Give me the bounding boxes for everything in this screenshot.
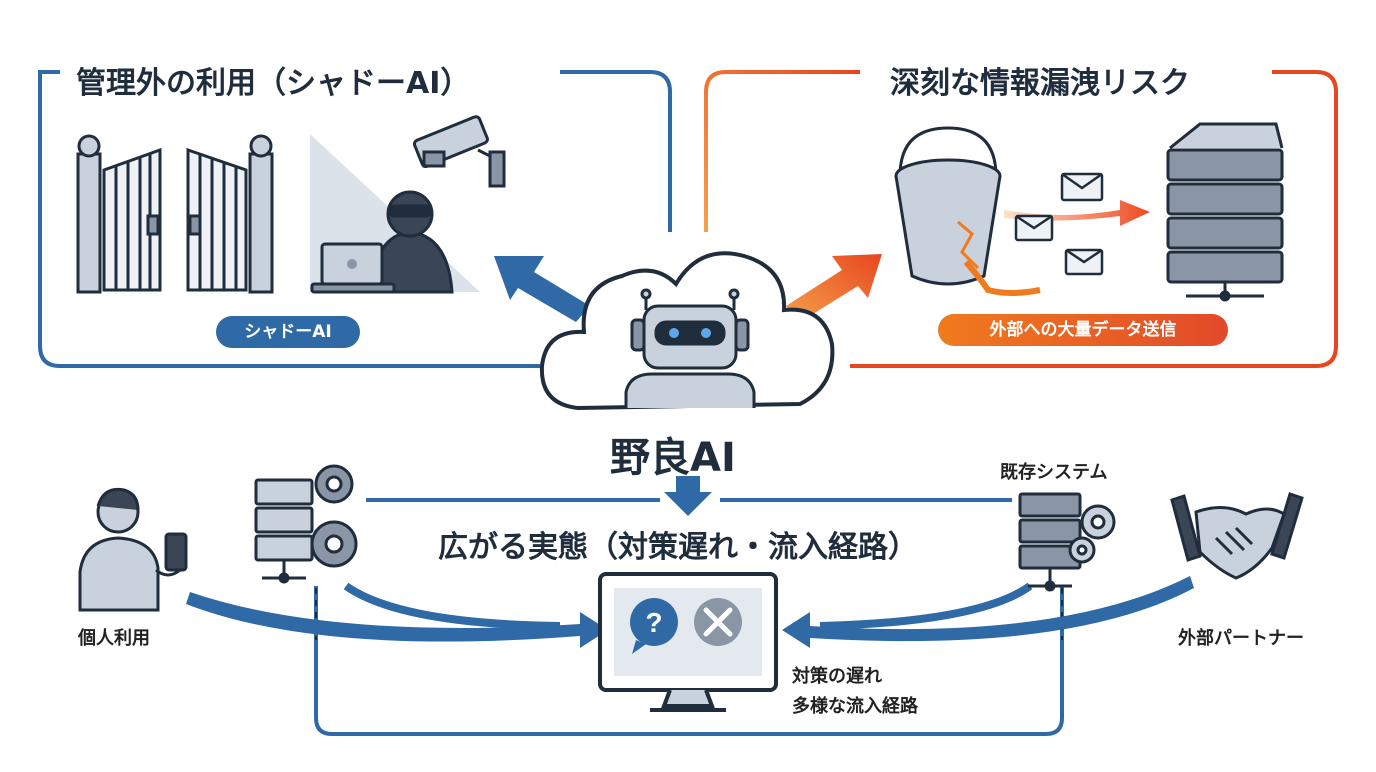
left-panel-frame-right [560,70,672,232]
arrow-legacy-to-monitor [343,582,561,630]
down-arrow [664,476,712,516]
hacker-icon [370,190,454,294]
camera-icon [412,115,506,188]
right-panel-title: 深刻な情報漏洩リスク [880,58,1200,102]
monitor-note-delay: 対策の遅れ [792,666,882,687]
laptop-icon [310,242,396,294]
server-icon [254,478,314,584]
question-icon: ? [630,598,678,654]
left-panel-title: 管理外の利用（シャドーAI） [66,58,481,102]
arrow-to-right-panel [786,254,882,322]
smartphone-icon [155,532,188,577]
server-icon [1018,492,1082,592]
gear-icon [310,464,358,568]
gear-icon [1068,504,1116,564]
left-panel-frame [37,70,540,368]
flow-lines [314,498,1064,736]
bucket-leak [963,260,1041,296]
monitor-icon [598,572,778,712]
gate-icon [76,134,274,294]
dashed-connectors [315,588,1063,640]
center-title: 野良AI [610,435,736,481]
robot-icon [624,288,756,408]
arrow-partner-to-monitor [782,576,1194,648]
data-leak-badge: 外部への大量データ送信 [938,314,1228,346]
legacy-system-label: 既存システム [1000,462,1108,483]
envelope-icon [1014,172,1104,276]
svg-text:?: ? [645,607,662,638]
personal-use-label: 個人利用 [78,628,150,649]
bucket-icon [894,126,1002,286]
handshake-icon [1170,492,1304,580]
right-panel-frame-right [850,70,1338,368]
shadow-ai-badge: シャドーAI [216,316,360,348]
person-icon [78,487,160,612]
arrow-legacy-right-to-monitor [819,582,1033,630]
bottom-title: 広がる実態（対策遅れ・流入経路） [430,522,926,566]
close-icon [694,598,742,646]
arrow-personal-to-monitor [186,592,608,648]
external-partner-label: 外部パートナー [1178,628,1304,649]
server-icon [1166,122,1284,302]
right-panel-frame [704,70,860,232]
monitor-note-routes: 多様な流入経路 [792,696,918,717]
arrow-to-left-panel [494,256,590,322]
